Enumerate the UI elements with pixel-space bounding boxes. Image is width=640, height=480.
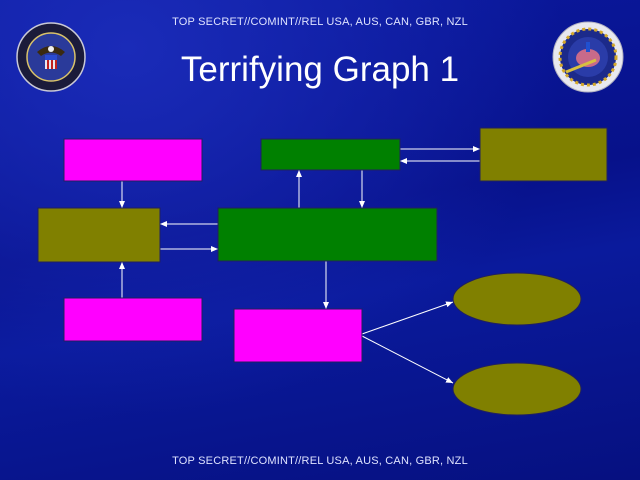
node-green-small	[260, 138, 401, 171]
node-olive-left	[37, 207, 161, 263]
classification-banner-top: TOP SECRET//COMINT//REL USA, AUS, CAN, G…	[172, 16, 468, 28]
node-magenta-top	[63, 138, 203, 182]
node-olive-right	[479, 127, 608, 182]
node-magenta-bottom-center	[233, 308, 363, 363]
slide-title: Terrifying Graph 1	[180, 50, 460, 89]
node-green-center	[217, 207, 438, 262]
node-olive-ellipse-bottom	[452, 362, 582, 416]
target-seal-icon	[552, 21, 624, 93]
edge-magenta-bottom-center-to-ellipse-top	[361, 301, 454, 335]
node-olive-ellipse-top	[452, 272, 582, 326]
edge-magenta-bottom-center-to-ellipse-bottom	[361, 335, 454, 384]
node-magenta-bottom-left	[63, 297, 203, 342]
nsa-seal-icon	[16, 22, 86, 92]
classification-banner-bottom: TOP SECRET//COMINT//REL USA, AUS, CAN, G…	[172, 455, 468, 467]
